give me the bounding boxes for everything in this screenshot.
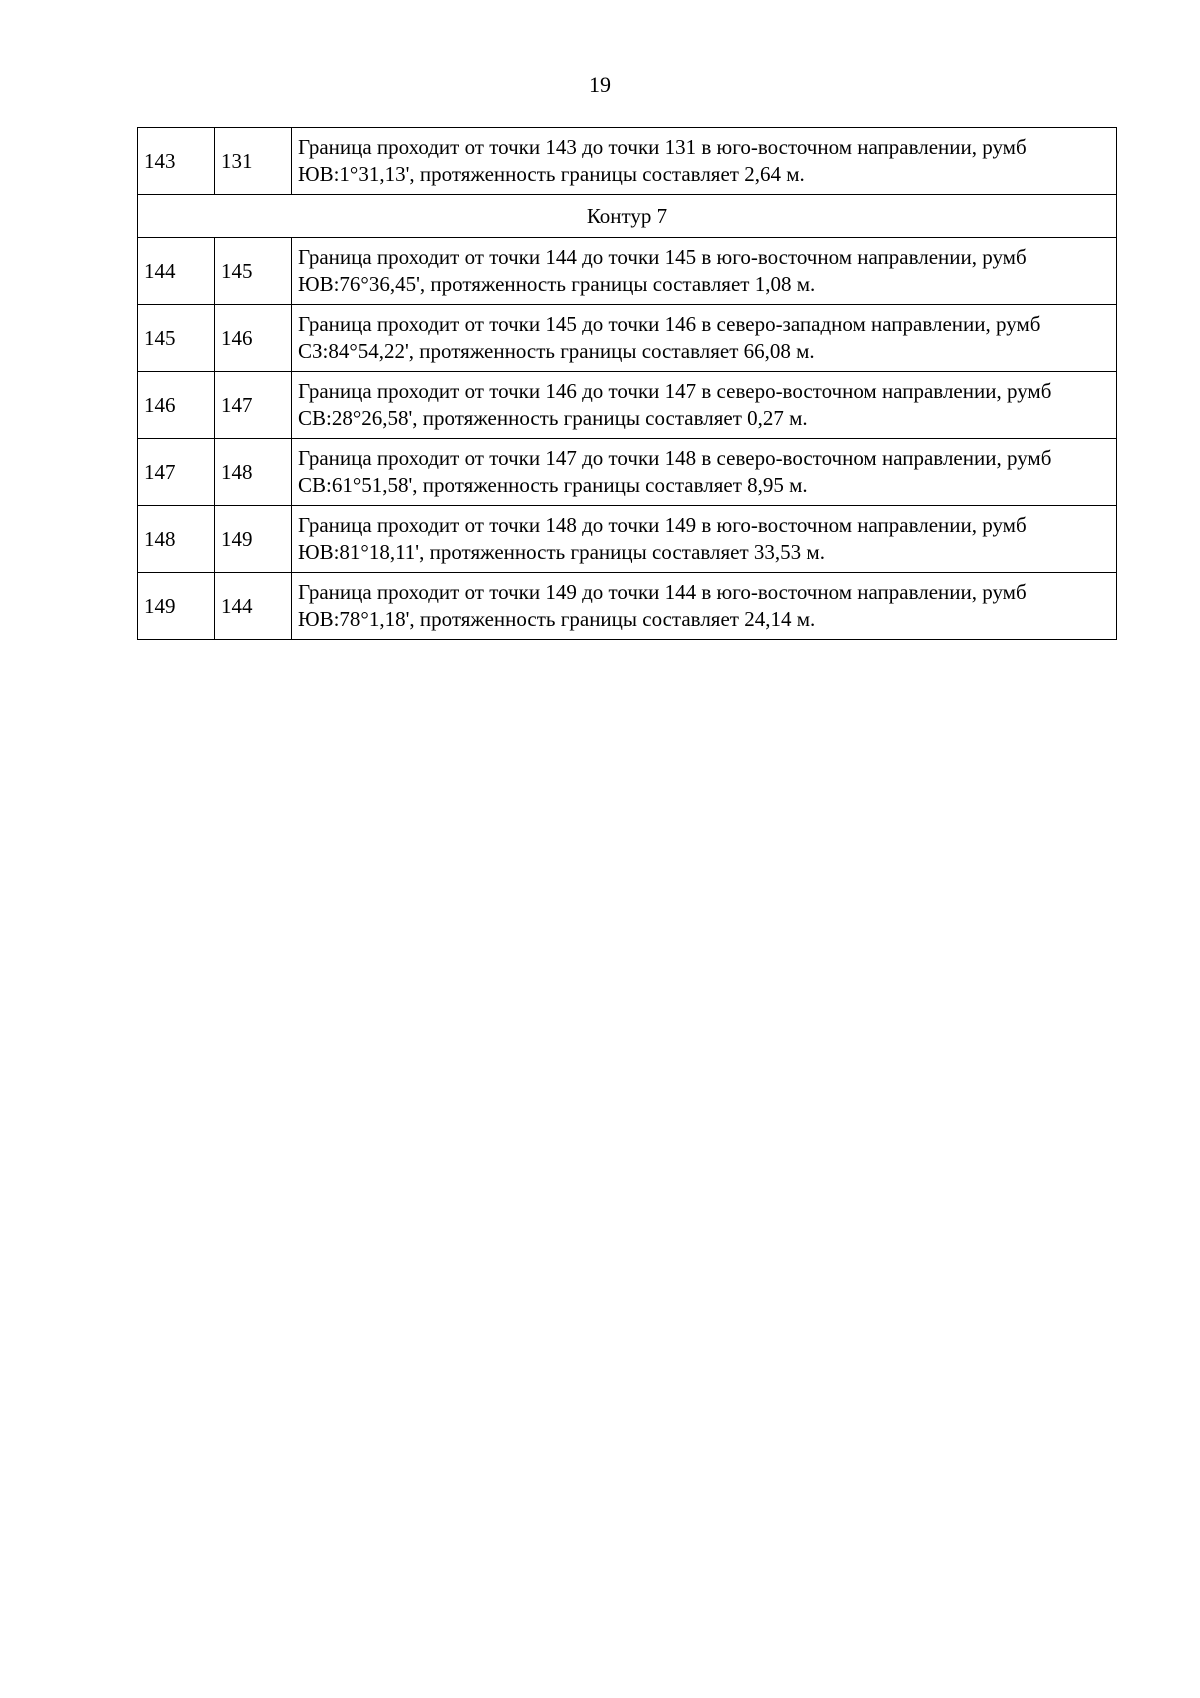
contour-label: Контур 7 (137, 194, 1117, 238)
boundary-description-cell: Граница проходит от точки 143 до точки 1… (291, 127, 1117, 195)
table-row: 146 147 Граница проходит от точки 146 до… (137, 371, 1117, 439)
table-row: 145 146 Граница проходит от точки 145 до… (137, 304, 1117, 372)
boundary-description-cell: Граница проходит от точки 146 до точки 1… (291, 371, 1117, 439)
point-to-cell: 147 (214, 371, 292, 439)
point-to-cell: 149 (214, 505, 292, 573)
point-from-cell: 148 (137, 505, 215, 573)
point-to-cell: 144 (214, 572, 292, 640)
point-to-cell: 145 (214, 237, 292, 305)
point-to-cell: 148 (214, 438, 292, 506)
table-row: 144 145 Граница проходит от точки 144 до… (137, 237, 1117, 305)
point-from-cell: 147 (137, 438, 215, 506)
page-number: 19 (589, 72, 611, 97)
table-row: 143 131 Граница проходит от точки 143 до… (137, 127, 1117, 195)
table-row: 147 148 Граница проходит от точки 147 до… (137, 438, 1117, 506)
table-row: 149 144 Граница проходит от точки 149 до… (137, 572, 1117, 640)
boundary-description-cell: Граница проходит от точки 149 до точки 1… (291, 572, 1117, 640)
table-row: 148 149 Граница проходит от точки 148 до… (137, 505, 1117, 573)
point-to-cell: 146 (214, 304, 292, 372)
point-from-cell: 149 (137, 572, 215, 640)
boundary-description-cell: Граница проходит от точки 148 до точки 1… (291, 505, 1117, 573)
point-from-cell: 145 (137, 304, 215, 372)
point-from-cell: 144 (137, 237, 215, 305)
boundary-table: 143 131 Граница проходит от точки 143 до… (137, 127, 1117, 640)
boundary-description-cell: Граница проходит от точки 147 до точки 1… (291, 438, 1117, 506)
point-from-cell: 143 (137, 127, 215, 195)
point-to-cell: 131 (214, 127, 292, 195)
boundary-description-cell: Граница проходит от точки 145 до точки 1… (291, 304, 1117, 372)
point-from-cell: 146 (137, 371, 215, 439)
boundary-description-cell: Граница проходит от точки 144 до точки 1… (291, 237, 1117, 305)
contour-header-row: Контур 7 (137, 194, 1117, 238)
